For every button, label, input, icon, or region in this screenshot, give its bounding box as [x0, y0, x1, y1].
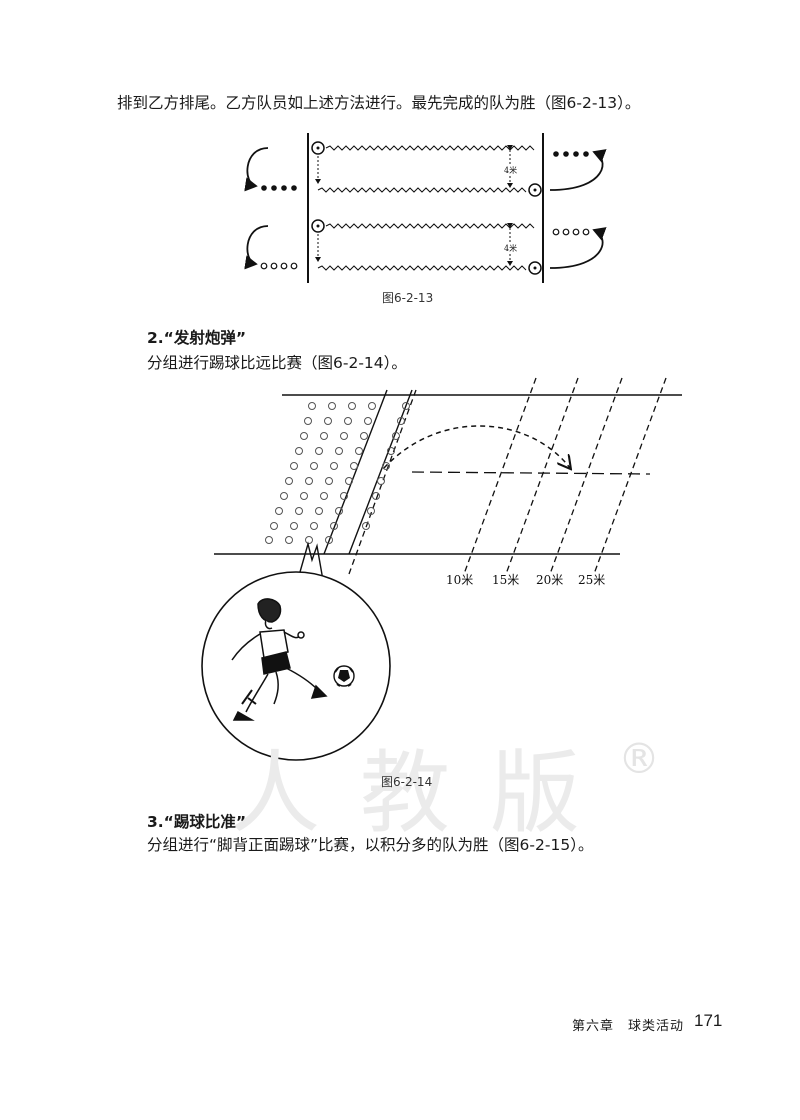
figure-6-2-13: 4米 4米 [244, 133, 607, 283]
section-text-3: 分组进行“脚背正面踢球”比赛，以积分多的队为胜（图6-2-15）。 [147, 836, 594, 854]
fig13-label-bottom: 4米 [504, 243, 517, 253]
fig13-label-top: 4米 [504, 165, 517, 175]
footer-chapter-title: 第六章 球类活动 [572, 1019, 685, 1034]
section-heading-3: 3.“踢球比准” [147, 813, 247, 831]
distance-label-15: 15米 [492, 573, 519, 587]
soccer-ball-icon [333, 665, 355, 687]
page-number: 171 [694, 1011, 723, 1030]
registered-mark: ® [618, 734, 660, 783]
paragraph-top: 排到乙方排尾。乙方队员如上述方法进行。最先完成的队为胜（图6-2-13）。 [117, 94, 641, 112]
boy-kicking-illustration [231, 598, 328, 721]
figure-6-2-14: 10米 15米 20米 25米 [201, 377, 682, 761]
publisher-watermark: 人教版 [230, 741, 620, 846]
distance-label-20: 20米 [536, 573, 563, 587]
section-text-2: 分组进行踢球比远比赛（图6-2-14）。 [147, 354, 407, 372]
figure-caption-6-2-13: 图6-2-13 [382, 291, 434, 305]
distance-label-10: 10米 [446, 573, 473, 587]
distance-label-25: 25米 [578, 573, 605, 587]
section-heading-2: 2.“发射炮弹” [147, 329, 247, 347]
figure-caption-6-2-14: 图6-2-14 [381, 775, 433, 789]
